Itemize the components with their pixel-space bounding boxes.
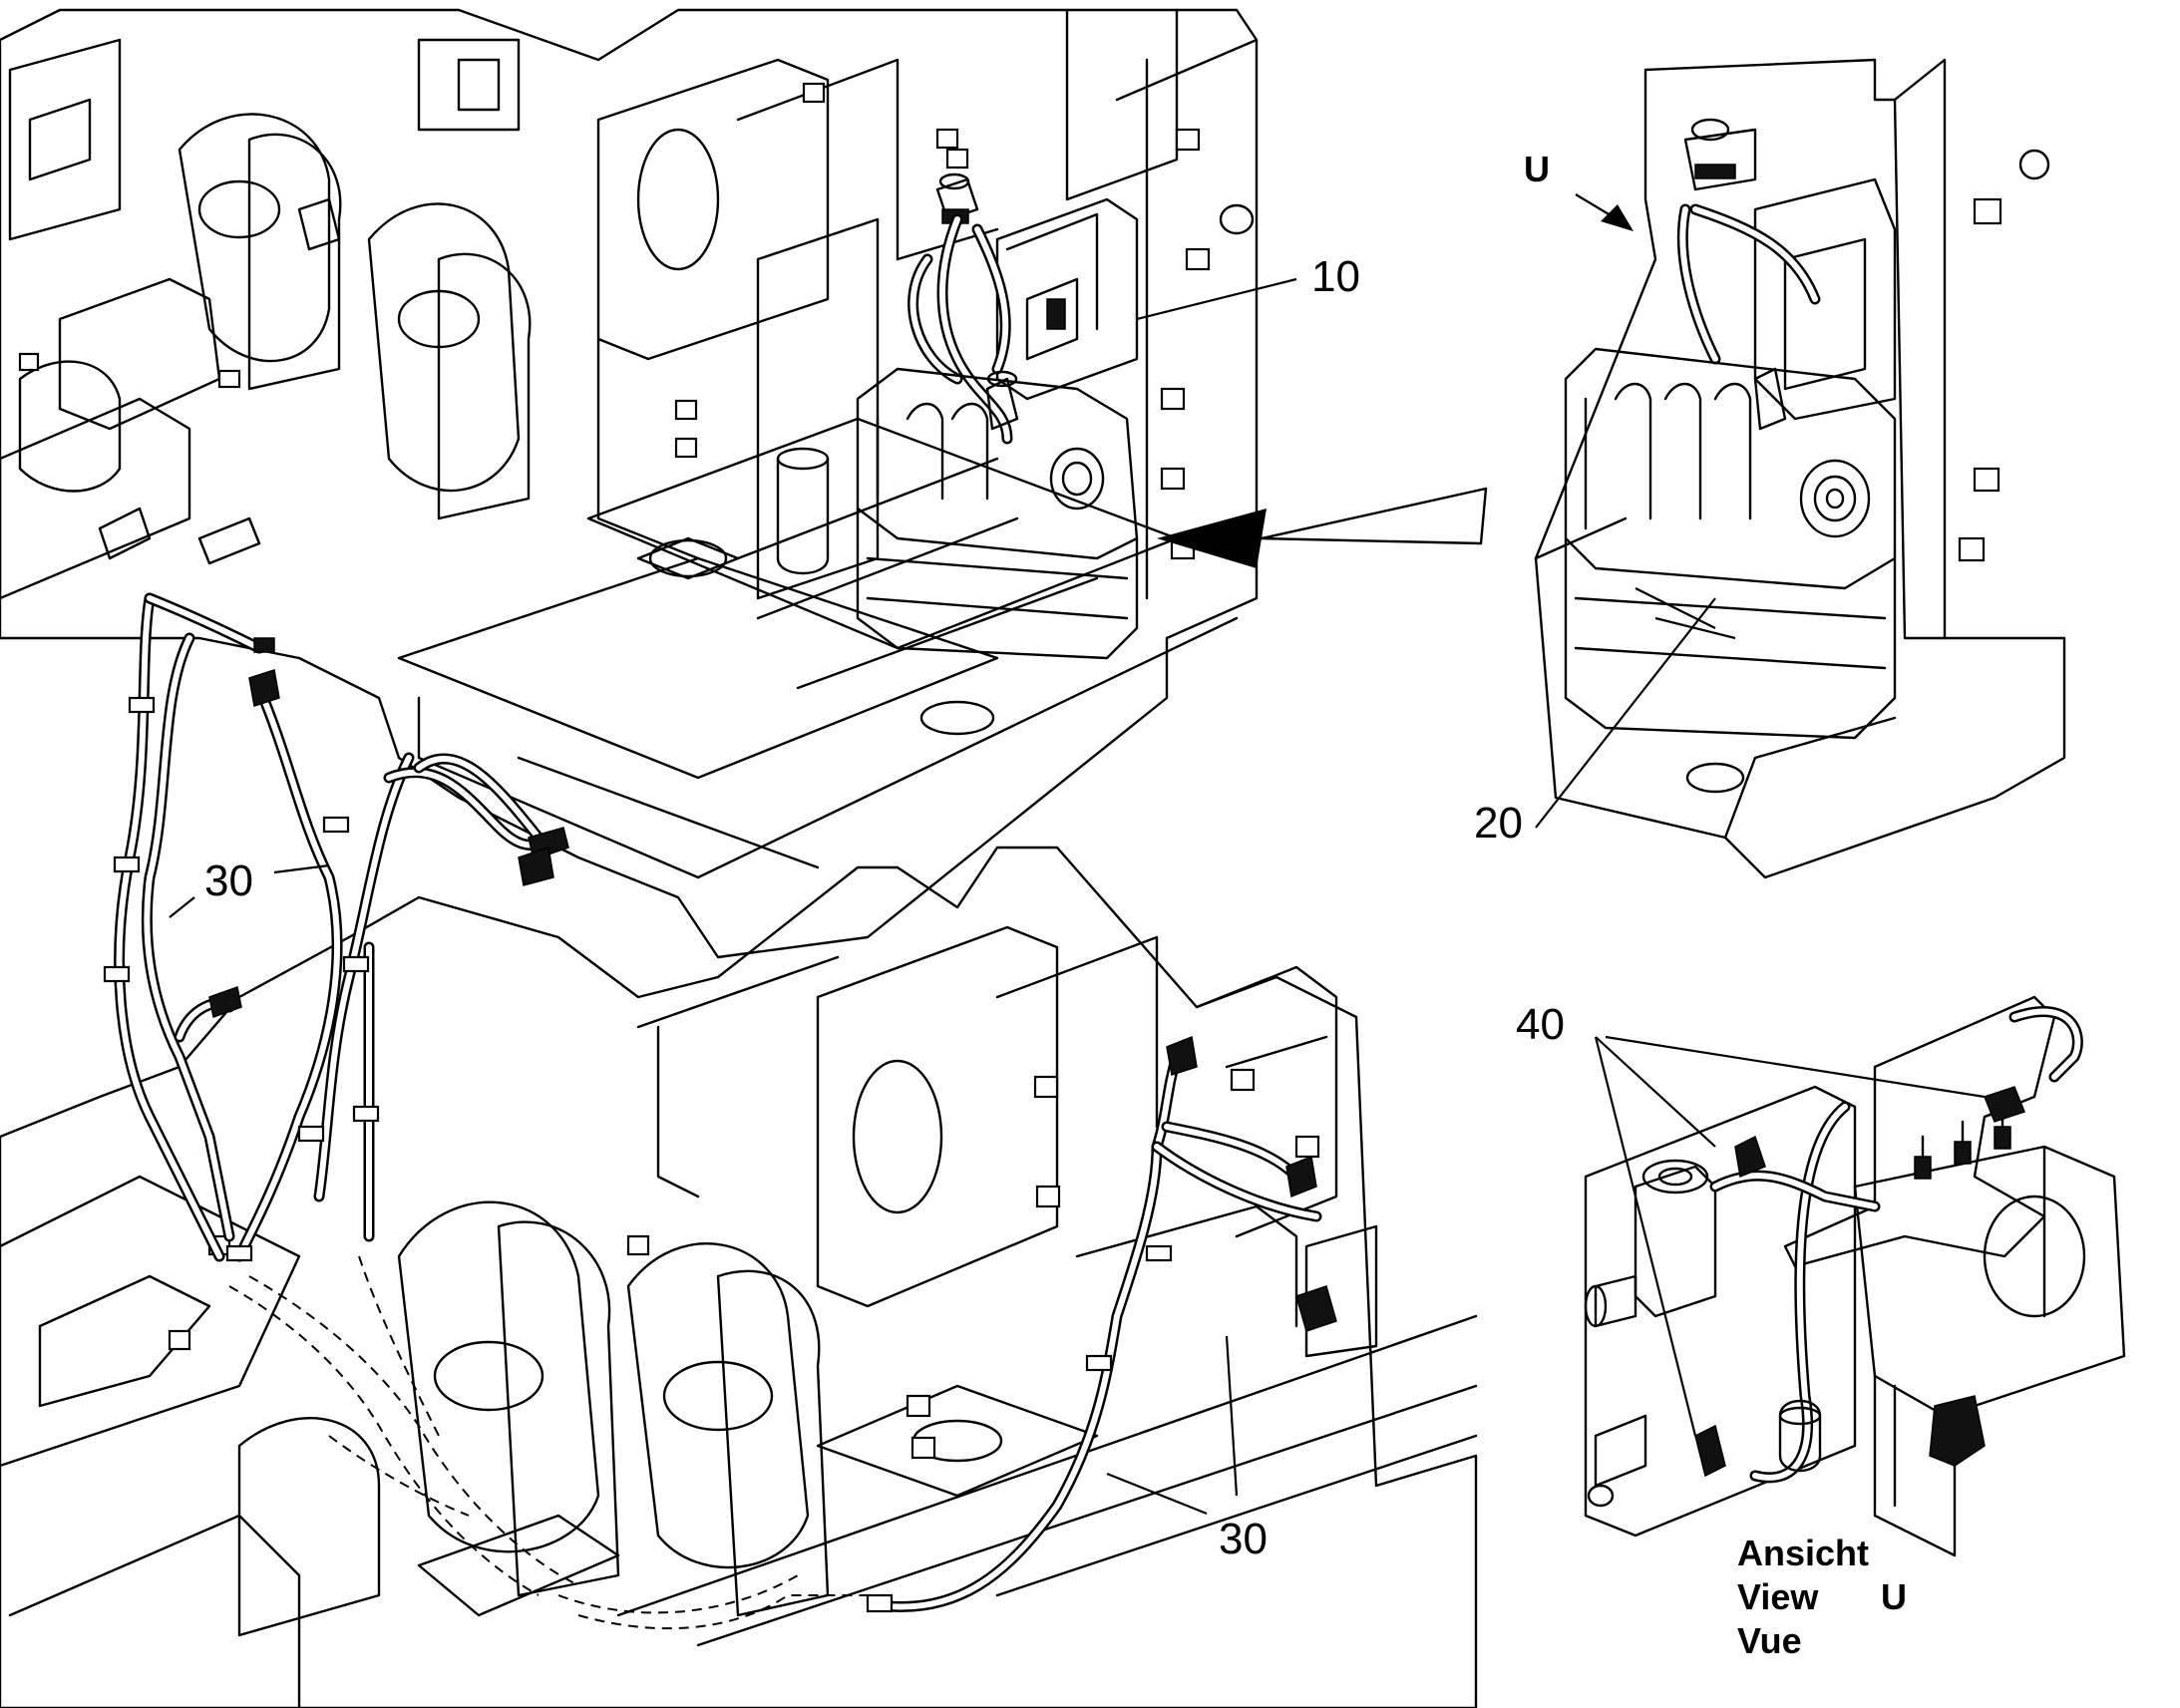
view-caption-marker: U — [1881, 1576, 1907, 1617]
callout-30-left: 30 — [204, 856, 253, 905]
callout-leaders — [169, 277, 1986, 1516]
view-u-marker: U — [1524, 149, 1550, 189]
upper-machine-frame — [0, 8, 1259, 959]
harness-30-right — [866, 1035, 1337, 1613]
callout-40: 40 — [1516, 1000, 1565, 1049]
callout-10: 10 — [1311, 252, 1360, 301]
lower-frame-bolt-pads — [168, 1068, 1320, 1460]
view-caption-line1: Ansicht — [1737, 1533, 1869, 1573]
tank-detail-view — [1534, 58, 2066, 879]
def-tank-assembly-main — [856, 172, 1139, 660]
view-caption-line2: View — [1737, 1576, 1819, 1617]
detail-pointer-arrow — [1157, 487, 1488, 568]
harness-30-left — [103, 592, 569, 1262]
harness-30-hidden-run — [228, 1255, 878, 1630]
callout-30-right: 30 — [1219, 1515, 1268, 1563]
view-caption-line3: Vue — [1737, 1620, 1802, 1661]
lower-machine-frame — [0, 846, 1478, 1708]
view-u-detail — [1584, 995, 2126, 1557]
view-u-arrow — [1575, 193, 1634, 231]
upper-frame-bolt-pads — [18, 82, 1211, 560]
callout-20: 20 — [1474, 799, 1523, 848]
